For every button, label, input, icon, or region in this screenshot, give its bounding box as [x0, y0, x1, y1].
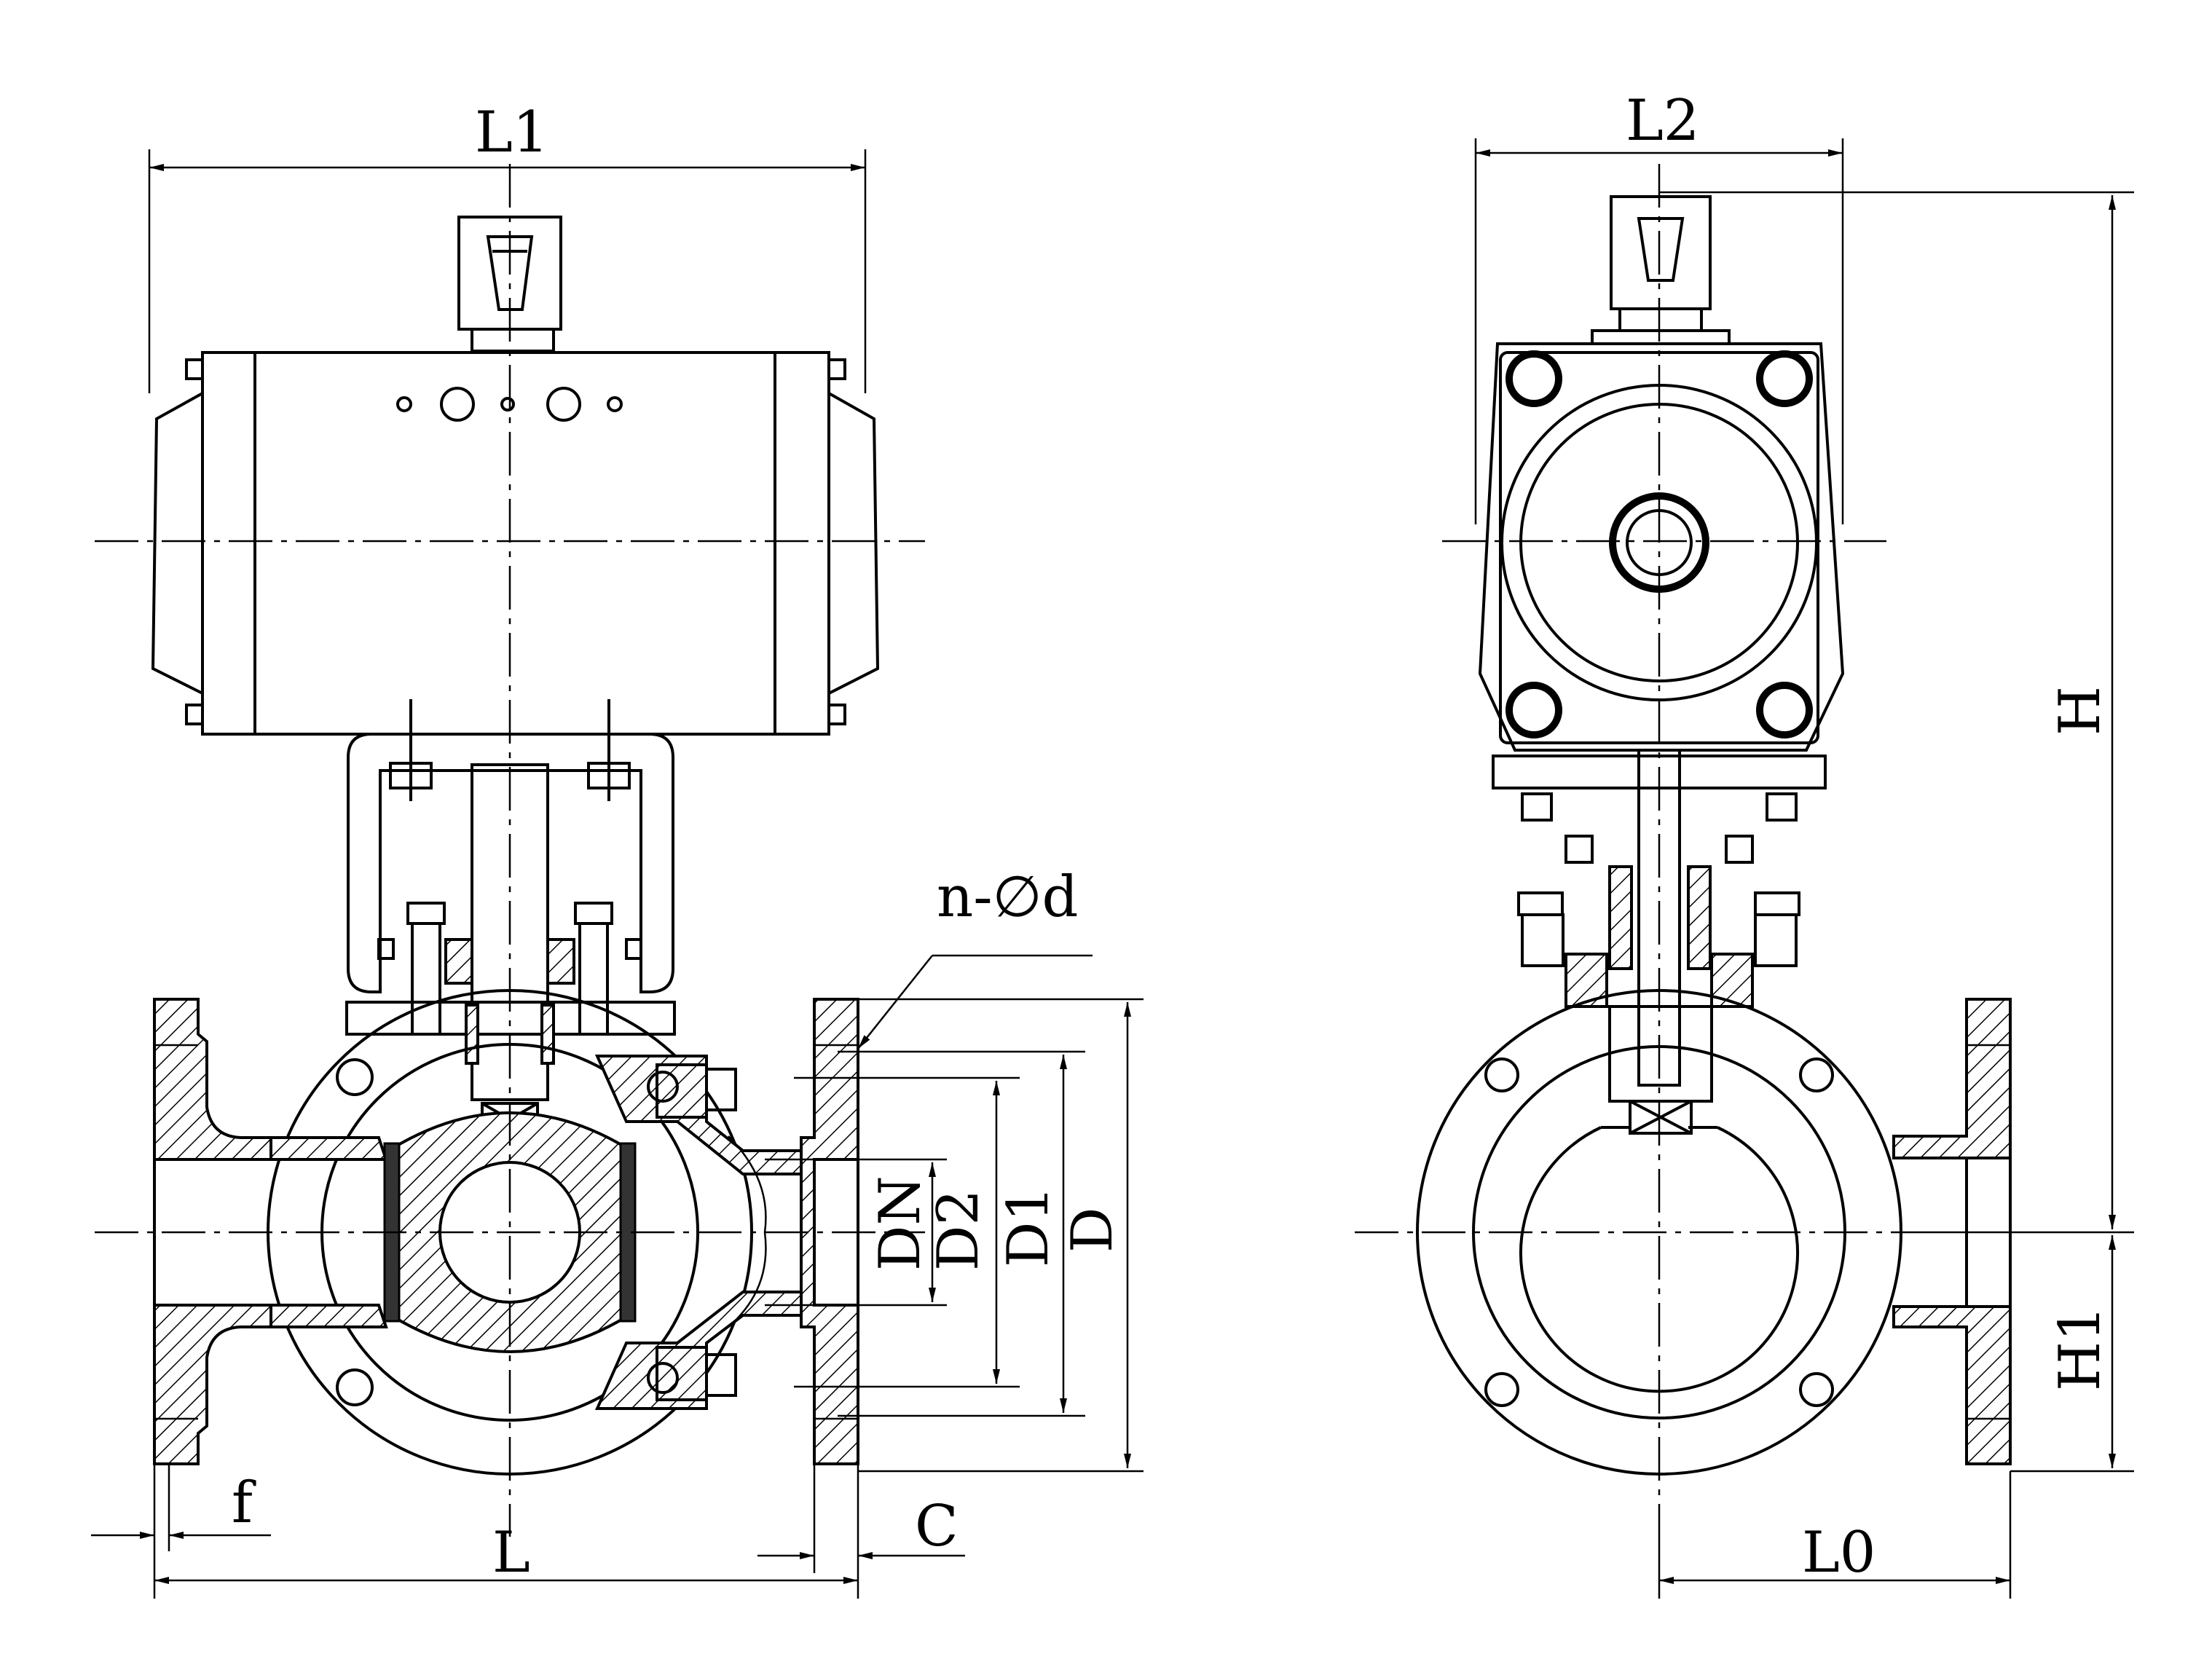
body-wall-bottom-left [269, 1304, 388, 1328]
label-DN: DN [867, 1175, 933, 1271]
label-L1: L1 [475, 100, 548, 165]
label-D1: D1 [996, 1186, 1061, 1267]
side-position-indicator [1591, 195, 1731, 345]
label-bolts: n-∅d [937, 864, 1078, 930]
label-D2: D2 [926, 1189, 991, 1271]
dimension-lines [91, 138, 2134, 1599]
side-actuator [1478, 342, 1845, 752]
actuator-body [151, 351, 880, 736]
side-view [1355, 164, 2012, 1537]
label-H: H [2047, 686, 2113, 736]
side-bolt-holes [1484, 1057, 1834, 1407]
label-L0: L0 [1802, 1520, 1876, 1586]
label-L: L [492, 1520, 530, 1586]
front-view [95, 164, 925, 1537]
label-f: f [232, 1470, 256, 1536]
dimension-labels: L1 L2 H H1 L L0 f C DN D2 D1 D n-∅d [232, 88, 2113, 1586]
label-L2: L2 [1626, 88, 1699, 154]
left-end-flange [153, 998, 272, 1465]
body-wall-top-left [269, 1136, 388, 1161]
label-D: D [1060, 1207, 1125, 1253]
label-C: C [915, 1494, 959, 1559]
label-H1: H1 [2047, 1305, 2113, 1391]
